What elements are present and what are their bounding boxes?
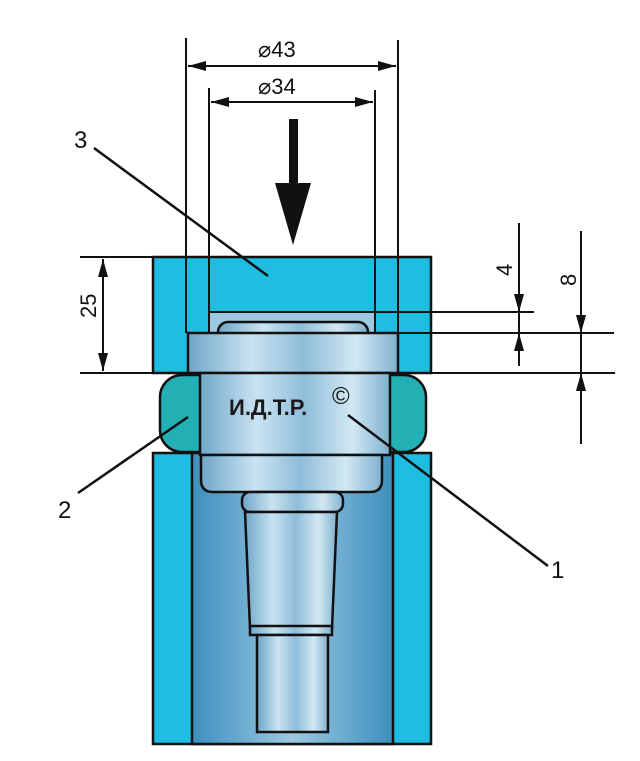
dim-inner-diameter: ⌀34 [258, 74, 296, 99]
stamp-text: И.Д.Т.Р. [229, 395, 307, 420]
dimension-lines [80, 38, 615, 444]
callout-2: 2 [58, 497, 71, 524]
dim-height-25: 25 [76, 294, 101, 318]
dimension-arrows [98, 61, 586, 391]
callout-leaders [77, 146, 549, 567]
pin-part-1 [186, 320, 400, 734]
callout-3: 3 [74, 127, 87, 154]
dim-outer-diameter: ⌀43 [258, 37, 296, 62]
copyright-mark: © [332, 383, 350, 410]
press-force-arrow-icon [275, 119, 311, 245]
callout-1: 1 [551, 557, 564, 584]
dim-gap-8: 8 [556, 274, 581, 286]
dim-gap-4: 4 [492, 264, 517, 276]
